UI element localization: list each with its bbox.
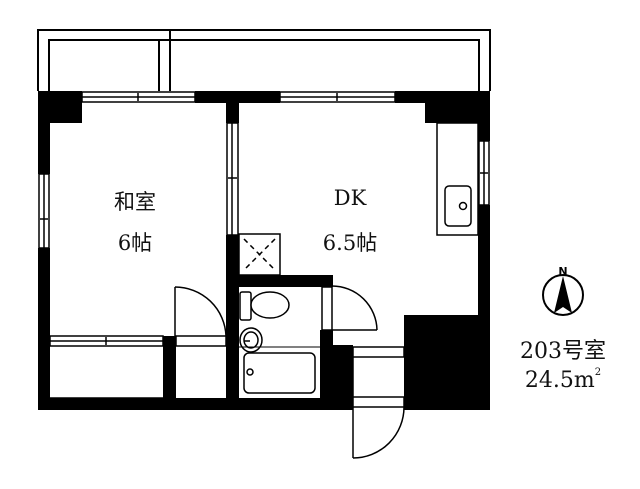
toilet <box>239 291 290 321</box>
door-swing-washitsu <box>174 286 227 337</box>
room-name-washitsu: 和室 <box>114 190 156 214</box>
kitchen-counter <box>436 122 479 236</box>
bathtub <box>239 346 320 394</box>
unit-area-superscript: 2 <box>594 367 602 378</box>
wash-basin <box>239 327 263 353</box>
unit-number: 203号室 <box>520 339 606 364</box>
entrance <box>352 346 405 459</box>
washing-machine-space <box>238 233 281 276</box>
unit-area: 24.5m2 <box>508 367 618 393</box>
walls <box>38 91 490 410</box>
room-size-dk: 6.5帖 <box>322 231 378 255</box>
room-size-washitsu: 6帖 <box>117 231 153 255</box>
bathroom-door <box>321 285 378 331</box>
balcony-rails <box>37 29 491 91</box>
closet-door <box>49 335 227 347</box>
room-name-dk: DK <box>333 186 367 210</box>
unit-area-value: 24.5m <box>524 368 595 393</box>
windows <box>38 91 490 249</box>
north-arrow-icon: N <box>542 265 584 316</box>
svg-text:N: N <box>558 265 567 278</box>
